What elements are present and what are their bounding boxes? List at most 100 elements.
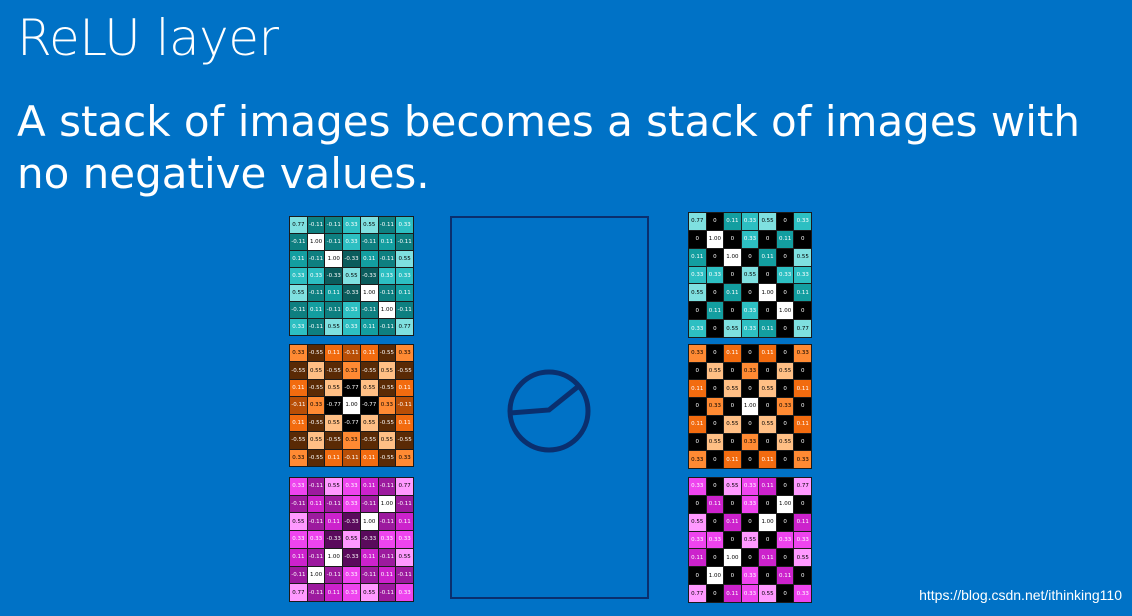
grid-cell: 0.11 (360, 319, 378, 335)
grid-cell: 0.11 (378, 566, 396, 584)
grid-cell: -0.33 (360, 531, 378, 548)
grid-cell: -0.55 (290, 432, 307, 449)
grid-cell: 0 (724, 266, 741, 284)
grid-cell: 0 (759, 398, 776, 415)
grid-cell: 1.00 (724, 549, 741, 567)
grid-cell: 0.77 (689, 585, 706, 602)
grid-cell: 0.33 (343, 302, 360, 318)
grid-cell: 0.11 (360, 478, 378, 495)
grid-cell: 0 (776, 380, 794, 398)
grid-cell: 0.33 (706, 398, 724, 415)
grid-cell: -0.11 (290, 234, 307, 250)
grid-cell: 0.55 (741, 266, 759, 284)
grid-cell: -0.11 (396, 397, 413, 414)
grid-cell: 0.11 (290, 379, 307, 397)
grid-cell: 0.33 (378, 397, 396, 414)
grid-cell: 0.55 (360, 584, 378, 601)
grid-cell: 0.33 (689, 531, 706, 549)
grid-cell: -0.11 (360, 495, 378, 513)
grid-cell: 0 (689, 567, 706, 585)
grid-cell: 0 (776, 513, 794, 531)
grid-cell: 0 (706, 284, 724, 302)
grid-cell: 0.33 (794, 266, 811, 284)
grid-cell: 0.55 (360, 217, 378, 233)
grid-cell: -0.11 (360, 302, 378, 318)
grid-cell: 0.11 (325, 513, 343, 531)
grid-cell: 0.33 (741, 478, 759, 495)
grid-cell: 0.11 (396, 513, 413, 531)
grid-cell: 0.11 (689, 549, 706, 567)
grid-cell: -0.11 (325, 234, 343, 250)
grid-cell: 1.00 (307, 234, 325, 250)
grid-cell: 0.11 (794, 513, 811, 531)
grid-cell: 0 (794, 362, 811, 380)
grid-cell: 0.33 (776, 266, 794, 284)
grid-cell: 0 (759, 495, 776, 513)
grid-cell: 0.33 (794, 585, 811, 602)
grid-cell: -0.11 (325, 217, 343, 233)
grid-cell: 1.00 (741, 398, 759, 415)
grid-cell: 0.33 (343, 319, 360, 335)
grid-cell: 0.33 (396, 217, 413, 233)
grid-cell: 0.11 (689, 380, 706, 398)
grid-cell: 0.11 (360, 548, 378, 566)
grid-cell: 1.00 (378, 495, 396, 513)
grid-cell: 0.11 (776, 567, 794, 585)
grid-cell: 0.11 (724, 451, 741, 468)
grid-cell: 1.00 (706, 230, 724, 248)
grid-cell: 0.33 (706, 266, 724, 284)
grid-cell: 1.00 (724, 248, 741, 266)
grid-cell: -0.11 (325, 302, 343, 318)
grid-cell: 0 (706, 248, 724, 266)
grid-cell: 0.33 (396, 345, 413, 362)
grid-cell: 0 (759, 362, 776, 380)
grid-cell: 0.33 (378, 268, 396, 284)
grid-cell: -0.11 (343, 449, 360, 466)
grid-cell: -0.77 (343, 379, 360, 397)
grid-cell: -0.77 (360, 397, 378, 414)
grid-cell: 1.00 (759, 513, 776, 531)
grid-cell: 0.77 (290, 217, 307, 233)
grid-cell: -0.55 (307, 414, 325, 432)
grid-cell: 0.33 (794, 213, 811, 230)
grid-cell: -0.11 (378, 319, 396, 335)
grid-cell: -0.77 (325, 397, 343, 414)
grid-cell: -0.55 (378, 414, 396, 432)
grid-cell: 1.00 (343, 397, 360, 414)
grid-cell: -0.11 (343, 345, 360, 362)
grid-cell: 0.77 (396, 319, 413, 335)
grid-cell: -0.55 (360, 432, 378, 449)
grid-cell: -0.33 (325, 268, 343, 284)
grid-cell: 0.11 (689, 415, 706, 433)
grid-cell: -0.11 (396, 566, 413, 584)
grid-cell: -0.33 (343, 548, 360, 566)
grid-cell: 0 (689, 433, 706, 451)
grid-cell: 0.55 (307, 432, 325, 449)
grid-cell: 1.00 (360, 513, 378, 531)
grid-cell: 0.11 (290, 414, 307, 432)
grid-cell: 0 (776, 451, 794, 468)
grid-cell: -0.55 (307, 345, 325, 362)
grid-cell: 0 (759, 266, 776, 284)
grid-cell: 0.55 (343, 268, 360, 284)
grid-cell: 0.11 (759, 345, 776, 362)
grid-cell: 0 (724, 495, 741, 513)
grid-cell: 1.00 (776, 495, 794, 513)
grid-cell: 0.11 (724, 585, 741, 602)
grid-cell: 0.55 (724, 380, 741, 398)
grid-cell: 0.11 (706, 302, 724, 320)
grid-cell: 0 (706, 213, 724, 230)
grid-cell: 0.11 (794, 380, 811, 398)
grid-cell: 0.55 (307, 362, 325, 379)
grid-cell: 0.55 (741, 531, 759, 549)
grid-cell: 0.11 (378, 234, 396, 250)
grid-cell: 0 (776, 478, 794, 495)
grid-cell: 1.00 (706, 567, 724, 585)
grid-cell: 0.11 (759, 320, 776, 337)
grid-cell: 0 (706, 320, 724, 337)
grid-cell: 0.55 (290, 285, 307, 301)
grid-cell: 0.33 (776, 531, 794, 549)
grid-cell: 0.33 (741, 585, 759, 602)
